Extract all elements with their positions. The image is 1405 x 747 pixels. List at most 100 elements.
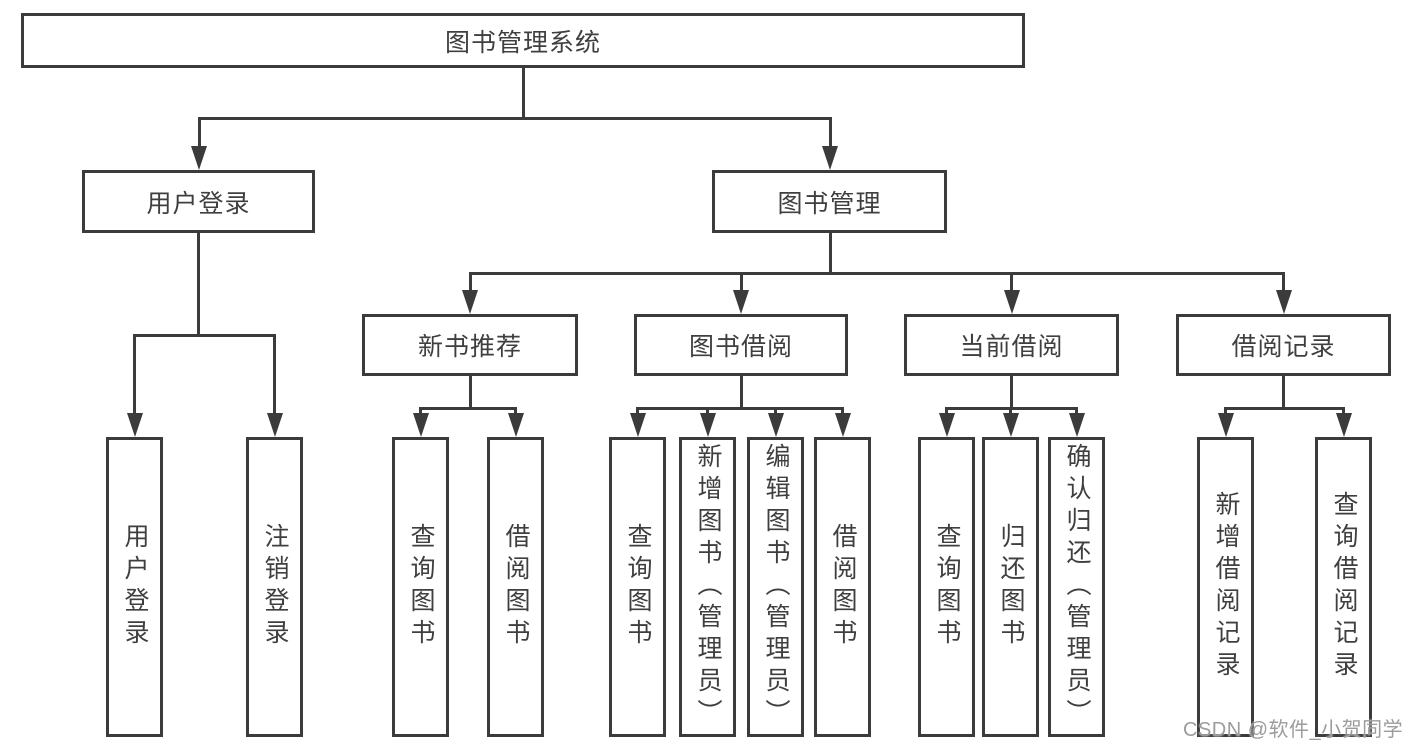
node-user-login: 用户登录 (82, 170, 315, 233)
arrow-head-icon (1217, 413, 1234, 437)
arrow-to-leaf-borrow-books (834, 407, 851, 437)
node-book-management: 图书管理 (712, 170, 947, 233)
leaf-user-login-label: 用户登录 (121, 523, 149, 651)
node-user-login-label: 用户登录 (146, 189, 251, 218)
leaf-logout-login: 注销登录 (246, 437, 303, 737)
arrow-stem (273, 334, 276, 413)
arrow-head-icon (126, 413, 143, 437)
node-book-management-label: 图书管理 (777, 189, 882, 218)
arrow-head-icon (1335, 413, 1352, 437)
leaf-add-books-admin: 新增图书（管理员） (679, 437, 736, 737)
arrow-head-icon (822, 146, 838, 170)
connector-root-stem (521, 68, 525, 120)
leaf-query-books-recommend: 查询图书 (392, 437, 449, 737)
arrow-to-book-borrow (733, 272, 749, 314)
arrow-stem (636, 407, 639, 413)
arrow-stem (1224, 407, 1227, 413)
arrow-stem (1075, 407, 1078, 413)
node-root-label: 图书管理系统 (444, 28, 601, 57)
arrow-stem (1009, 407, 1012, 413)
leaf-confirm-return-admin: 确认归还（管理员） (1048, 437, 1105, 737)
arrow-stem (706, 407, 709, 413)
connector-user-login-horizontal (133, 334, 275, 337)
arrow-stem (828, 117, 832, 146)
arrow-head-icon (767, 413, 784, 437)
arrow-head-icon (1003, 290, 1020, 314)
arrow-head-icon (462, 290, 478, 314)
connector-root-horizontal (197, 117, 832, 120)
arrow-stem (1342, 407, 1345, 413)
arrow-to-leaf-user-login (126, 334, 143, 437)
arrow-to-leaf-edit-books (767, 407, 784, 437)
arrow-stem (841, 407, 844, 413)
arrow-stem (514, 407, 517, 413)
leaf-confirm-return-admin-label: 确认归还（管理员） (1063, 443, 1091, 731)
arrow-head-icon (699, 413, 716, 437)
arrow-head-icon (507, 413, 524, 437)
node-borrow-records-label: 借阅记录 (1231, 333, 1336, 361)
leaf-logout-login-label: 注销登录 (261, 523, 289, 651)
arrow-head-icon (629, 413, 646, 437)
leaf-query-books-borrow-label: 查询图书 (624, 523, 652, 651)
node-new-book-recommend: 新书推荐 (362, 314, 578, 376)
arrow-to-leaf-return-books (1002, 407, 1019, 437)
arrow-head-icon (938, 413, 955, 437)
arrow-to-leaf-add-borrow-record (1217, 407, 1234, 437)
arrow-to-user-login (191, 117, 207, 170)
arrow-stem (468, 272, 472, 290)
leaf-borrow-books: 借阅图书 (814, 437, 871, 737)
arrow-head-icon (1002, 413, 1019, 437)
arrow-stem (1010, 272, 1013, 290)
leaf-borrow-books-label: 借阅图书 (829, 523, 857, 651)
arrow-head-icon (412, 413, 429, 437)
node-borrow-records: 借阅记录 (1176, 314, 1391, 376)
leaf-return-books: 归还图书 (982, 437, 1039, 737)
leaf-borrow-books-recommend-label: 借阅图书 (502, 523, 530, 651)
leaf-query-books-current: 查询图书 (918, 437, 975, 737)
arrow-to-new-book-recommend (462, 272, 478, 314)
node-book-borrow-label: 图书借阅 (688, 333, 793, 361)
arrow-to-book-management (822, 117, 838, 170)
leaf-borrow-books-recommend: 借阅图书 (487, 437, 544, 737)
arrow-to-borrow-records (1275, 272, 1292, 314)
connector-user-login-stem (197, 233, 200, 337)
leaf-edit-books-admin-label: 编辑图书（管理员） (762, 443, 790, 731)
leaf-query-books-borrow: 查询图书 (609, 437, 666, 737)
node-current-borrow: 当前借阅 (904, 314, 1119, 376)
arrow-head-icon (1068, 413, 1085, 437)
connector-book-management-stem (828, 233, 832, 275)
connector-book-management-horizontal (468, 272, 1285, 275)
leaf-add-books-admin-label: 新增图书（管理员） (694, 443, 722, 731)
arrow-head-icon (191, 146, 207, 170)
arrow-to-leaf-confirm-return (1068, 407, 1085, 437)
leaf-query-books-current-label: 查询图书 (933, 523, 961, 651)
arrow-to-leaf-borrow-books-recommend (507, 407, 524, 437)
arrow-to-leaf-query-books-borrow (629, 407, 646, 437)
arrow-head-icon (834, 413, 851, 437)
arrow-stem (133, 334, 136, 413)
arrow-to-leaf-logout (266, 334, 283, 437)
leaf-query-borrow-record: 查询借阅记录 (1315, 437, 1372, 737)
arrow-stem (739, 272, 743, 290)
connector-borrow-records-horizontal (1224, 407, 1345, 410)
arrow-stem (197, 117, 201, 146)
connector-borrow-records-stem (1282, 376, 1285, 410)
node-root: 图书管理系统 (21, 13, 1025, 68)
connector-new-book-stem (468, 376, 472, 410)
arrow-head-icon (266, 413, 283, 437)
csdn-watermark: CSDN @软件_小贺同学 (1183, 719, 1404, 741)
connector-current-borrow-stem (1010, 376, 1013, 410)
arrow-head-icon (1275, 290, 1292, 314)
node-book-borrow: 图书借阅 (634, 314, 848, 376)
connector-book-borrow-stem (739, 376, 743, 410)
leaf-return-books-label: 归还图书 (997, 523, 1025, 651)
leaf-add-borrow-record-label: 新增借阅记录 (1212, 491, 1240, 683)
arrow-stem (945, 407, 948, 413)
arrow-head-icon (733, 290, 749, 314)
arrow-stem (1282, 272, 1285, 290)
arrow-stem (774, 407, 777, 413)
arrow-stem (419, 407, 422, 413)
arrow-to-leaf-query-borrow-record (1335, 407, 1352, 437)
leaf-user-login: 用户登录 (106, 437, 163, 737)
